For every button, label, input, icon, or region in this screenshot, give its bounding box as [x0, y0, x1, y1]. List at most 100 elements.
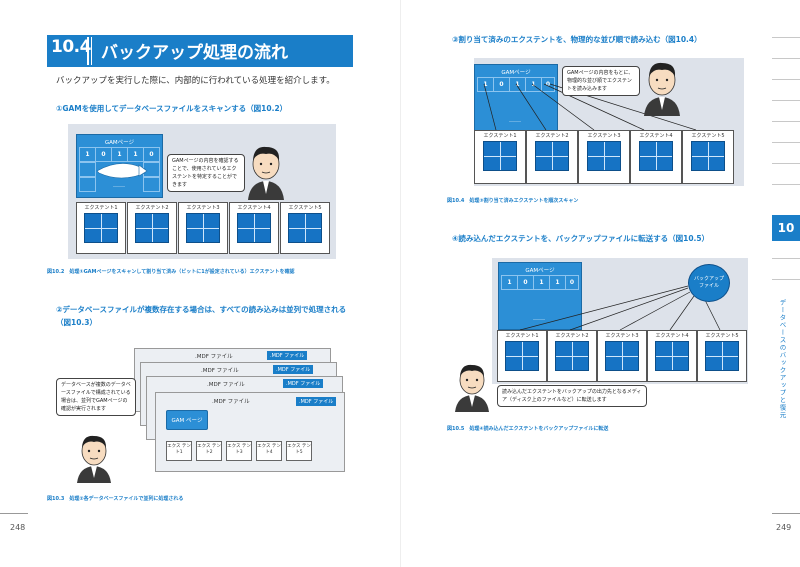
mini-extent: エクス テント2: [196, 441, 222, 461]
chapter-title: バックアップ処理の流れ: [101, 43, 288, 63]
mdf-file-tag: .MDF ファイル: [273, 365, 314, 374]
sidebar-rule: [772, 79, 800, 80]
figure-10-2: GAMページ 1 0 1 1 0 …… GAMページの内容を確認することで、使用…: [68, 124, 336, 259]
speech-bubble: GAMページの内容をもとに、物理的な並び順でエクステントを読み込みます: [562, 66, 640, 96]
mini-extent: エクス テント4: [256, 441, 282, 461]
extent-label: エクステント4: [639, 133, 673, 139]
extent-grid: [691, 141, 725, 171]
extent-block: エクステント5: [682, 130, 734, 184]
mdf-file-title: .MDF ファイル: [195, 354, 233, 360]
mini-extent: エクス テント5: [286, 441, 312, 461]
mdf-file-sheet-front: .MDF ファイル .MDF ファイル GAM ページ エクス テント1 エクス…: [155, 392, 345, 472]
speech-bubble: データベースが複数のデータベースファイルで構成されている場合は、並列でGAMペー…: [56, 378, 136, 416]
extent-block: エクステント1: [497, 330, 547, 382]
gam-page: GAMページ 1 0 1 1 0 ……: [76, 134, 163, 198]
extent-label: エクステント3: [605, 333, 639, 339]
extent-block: エクステント5: [697, 330, 747, 382]
section-heading-4: ④読み込んだエクステントを、バックアップファイルに転送する（図10.5）: [452, 234, 710, 243]
figure-10-4: GAMページ 1 0 1 1 0 …… GAMページの内容をもとに、物理的な並び…: [474, 58, 744, 186]
section-heading-3: ③割り当て済みのエクステントを、物理的な並び順で読み込む（図10.4）: [452, 35, 702, 44]
speech-bubble: GAMページの内容を確認することで、使用されているエクステントを特定することがで…: [167, 154, 245, 192]
figure-caption-10-4: 図10.4 処理③割り当て済みエクステントを順次スキャン: [447, 198, 579, 204]
intro-text: バックアップを実行した際に、内部的に行われている処理を紹介します。: [56, 76, 335, 86]
gam-bit: 0: [143, 147, 160, 162]
person-icon: [644, 62, 680, 116]
gam-cell-empty: [79, 162, 96, 177]
figure-caption-10-5: 図10.5 処理④読み込んだエクステントをバックアップファイルに転送: [447, 426, 609, 432]
gam-page-title: GAM ページ: [171, 418, 203, 424]
extent-block: エクステント4: [229, 202, 279, 254]
page-number-right: 249: [776, 523, 792, 532]
backup-file-label: バックアップ ファイル: [693, 276, 724, 289]
chapter-side-label: データベースのバックアップと復元: [778, 299, 786, 419]
sidebar-rule: [772, 163, 800, 164]
extent-label: エクステント2: [555, 333, 589, 339]
extent-grid: [288, 213, 322, 243]
figure-caption-10-2: 図10.2 処理①GAMページをスキャンして割り当て済み（ビットに1が設定されて…: [47, 269, 295, 275]
gam-dots: ……: [113, 182, 125, 189]
gam-dots: ……: [533, 315, 545, 322]
gam-cell-empty: [143, 177, 160, 192]
sidebar-rule: [772, 184, 800, 185]
extent-grid: [587, 141, 621, 171]
mdf-file-tag: .MDF ファイル: [296, 397, 337, 406]
extent-block: エクステント2: [526, 130, 578, 184]
sidebar-rule: [772, 121, 800, 122]
backup-file-icon: バックアップ ファイル: [688, 264, 730, 302]
speech-bubble: 読み込んだエクステントをバックアップの出力先となるメディア（ディスク上のファイル…: [497, 385, 647, 407]
extent-block: エクステント4: [647, 330, 697, 382]
chapter-divider: [87, 37, 89, 65]
page-divider: [400, 0, 401, 567]
extent-label: エクステント5: [691, 133, 725, 139]
section-heading-1: ①GAMを使用してデータベースファイルをスキャンする（図10.2）: [56, 104, 288, 113]
extent-grid: [237, 213, 271, 243]
extent-label: エクステント1: [505, 333, 539, 339]
extent-grid: [535, 141, 569, 171]
chapter-tab: 10: [772, 215, 800, 241]
read-arrows: [483, 83, 697, 131]
page-rule-left: [0, 513, 28, 514]
extent-label: エクステント2: [535, 133, 569, 139]
extent-block: エクステント4: [630, 130, 682, 184]
extent-grid: [705, 341, 739, 371]
sidebar-rule: [772, 279, 800, 280]
gam-dots: ……: [509, 117, 521, 124]
extent-block: エクステント3: [178, 202, 228, 254]
extent-grid: [639, 141, 673, 171]
extent-grid: [135, 213, 169, 243]
extent-grid: [483, 141, 517, 171]
gam-page-title: GAMページ: [525, 268, 555, 274]
extent-block: エクステント1: [76, 202, 126, 254]
extent-block: エクステント1: [474, 130, 526, 184]
mini-extent: エクス テント3: [226, 441, 252, 461]
mdf-file-tag: .MDF ファイル: [283, 379, 324, 388]
extent-label: エクステント2: [135, 205, 169, 211]
chapter-header: 10.4 バックアップ処理の流れ: [47, 35, 353, 67]
extent-grid: [555, 341, 589, 371]
gam-cell-empty: [79, 177, 96, 192]
scan-arrow-icon: [96, 163, 148, 179]
extent-label: エクステント3: [587, 133, 621, 139]
extent-block: エクステント2: [547, 330, 597, 382]
extent-block: エクステント3: [578, 130, 630, 184]
transfer-arrows: [519, 285, 721, 331]
extent-grid: [655, 341, 689, 371]
sidebar-rule: [772, 37, 800, 38]
gam-bit: 0: [541, 77, 555, 92]
sidebar-rule: [772, 100, 800, 101]
gam-page: GAM ページ: [166, 410, 208, 430]
mini-extent: エクス テント1: [166, 441, 192, 461]
figure-caption-10-3: 図10.3 処理②各データベースファイルで並列に処理される: [47, 496, 184, 502]
sidebar-rule: [772, 258, 800, 259]
mdf-file-title: .MDF ファイル: [207, 382, 245, 388]
page-number-left: 248: [10, 523, 26, 532]
gam-page: GAMページ 1 0 1 1 0 ……: [498, 262, 582, 330]
chapter-divider-thin: [91, 37, 92, 65]
extent-block: エクステント3: [597, 330, 647, 382]
person-icon: [248, 146, 284, 200]
extent-block: エクステント2: [127, 202, 177, 254]
sidebar-rule: [772, 142, 800, 143]
person-icon: [455, 364, 489, 412]
extent-grid: [505, 341, 539, 371]
extent-label: エクステント1: [84, 205, 118, 211]
